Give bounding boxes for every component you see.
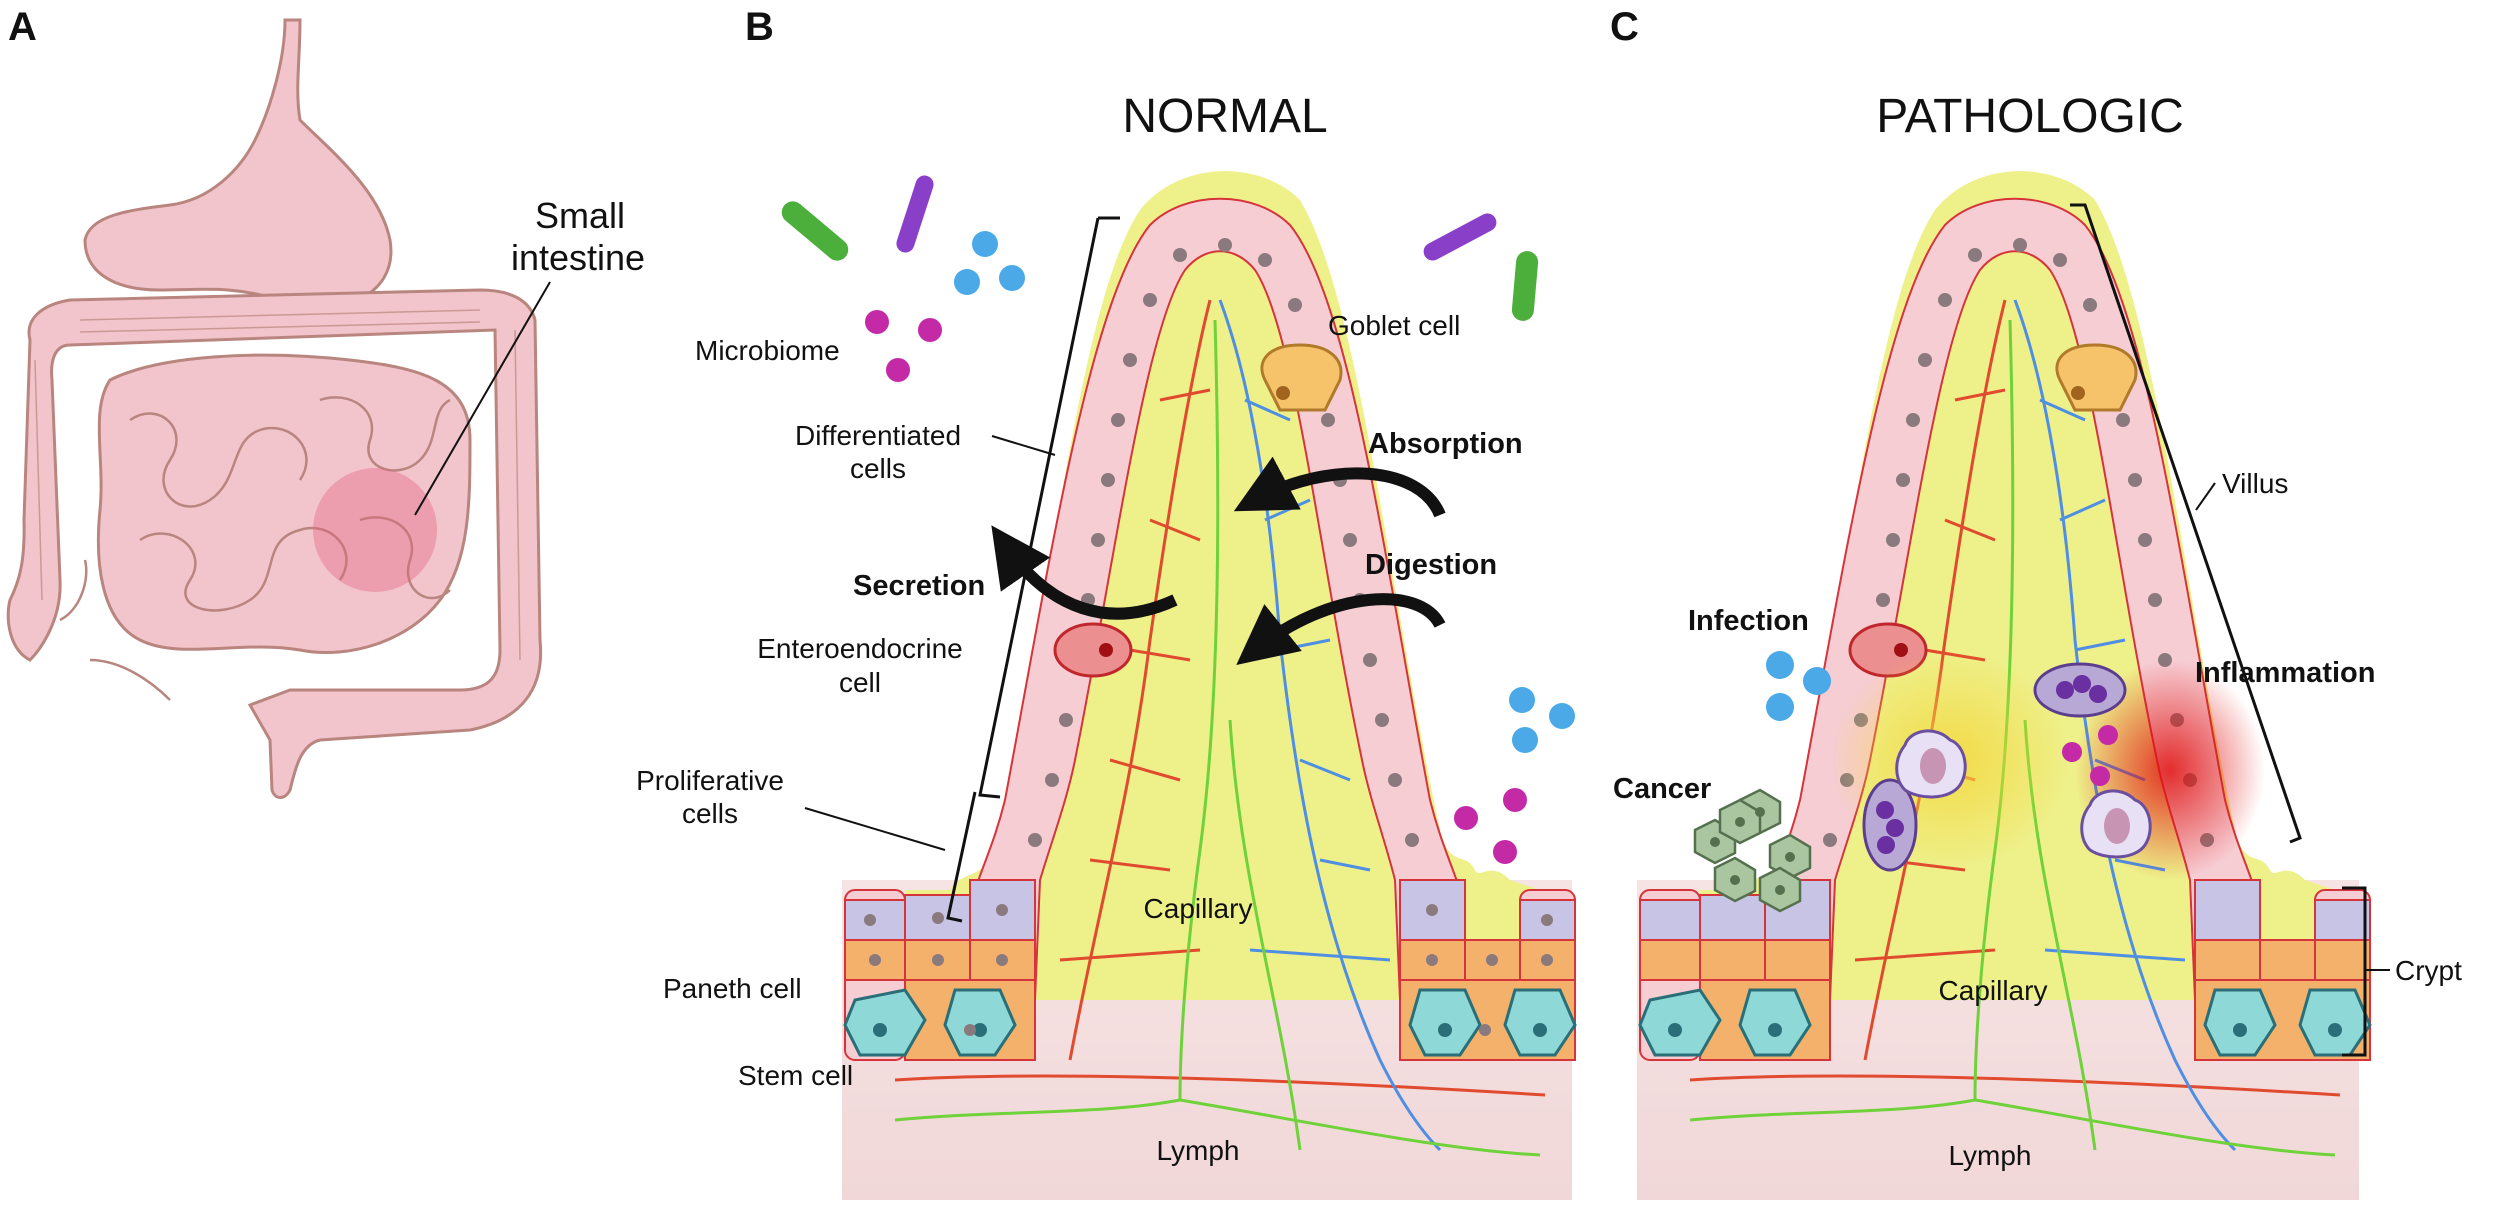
differentiated-bracket [978,216,1120,799]
coccus-magenta [865,310,889,334]
enteroendocrine-label-line1: Enteroendocrine [757,633,962,664]
rod-bacterium-purple [896,175,934,253]
digestion-arrow [1236,593,1446,665]
crypt-label: Crypt [2395,955,2462,986]
digestive-tract-illustration [6,18,543,799]
villus-normal [843,171,1577,1157]
epithelial-nuclei [864,238,1553,1036]
proliferative-leader [804,807,946,851]
panel-c-letter: C [1610,5,1639,49]
coccus-blue [1509,687,1535,713]
secretion-arrow [991,525,1178,620]
inflammation-label: Inflammation [2195,657,2375,689]
proliferative-label-line1: Proliferative [636,765,784,796]
small-intestine-leader [414,281,551,516]
rod-bacterium-purple [1423,213,1497,261]
paneth-cell-label: Paneth cell [663,973,802,1004]
capillary-label-c: Capillary [1939,975,2048,1006]
infection-label: Infection [1688,605,1809,637]
cancer-label: Cancer [1613,773,1711,805]
intestine-coils [59,396,451,701]
crypt-bracket [2342,886,2367,1057]
rod-bacterium-green [781,201,849,261]
coccus-magenta [1503,788,1527,812]
cancer-cells [1693,788,1812,913]
absorption-arrow [1233,456,1446,518]
enteroendocrine-label-line2: cell [839,667,881,698]
stem-cells [843,988,1577,1057]
differentiated-label-line2: cells [850,453,906,484]
panel-a-letter: A [8,5,37,49]
coccus-blue [1549,703,1575,729]
proliferative-label-line2: cells [682,798,738,829]
secretion-label: Secretion [853,570,985,602]
coccus-blue [999,265,1025,291]
differentiated-leader [991,435,1056,456]
panel-b-letter: B [745,5,774,49]
rod-bacterium-green [1511,251,1539,321]
panel-a: A [6,5,645,799]
small-intestine-label-line2: intestine [511,237,645,278]
goblet-cell [1260,343,1343,412]
panel-b-title: NORMAL [1122,90,1327,143]
small-intestine-highlight [313,468,437,592]
capillary-label-b: Capillary [1144,893,1253,924]
digestion-label: Digestion [1365,549,1497,581]
microbes-normal [781,175,1575,864]
proliferative-bracket [946,791,977,923]
villus-label: Villus [2222,468,2288,499]
differentiated-label-line1: Differentiated [795,420,961,451]
microbiome-label: Microbiome [695,335,840,366]
coccus-blue [1512,727,1538,753]
colon-bands [34,309,521,661]
panel-c: C PATHOLOGIC [1610,5,2462,1200]
capillaries-normal [894,299,1546,1157]
goblet-cell-label: Goblet cell [1328,310,1460,341]
pathogen-microbes [1766,651,1831,721]
small-intestine-label-line1: Small [535,195,625,236]
panel-b: B NORMAL [636,5,1577,1200]
coccus-magenta [1454,806,1478,830]
coccus-magenta [918,318,942,342]
absorption-label: Absorption [1368,428,1523,460]
stem-cells [1638,988,2372,1057]
coccus-magenta [1493,840,1517,864]
stomach [83,18,393,309]
stem-cell-label: Stem cell [738,1060,853,1091]
enteroendocrine-cell [1053,622,1133,678]
lymph-label-c: Lymph [1948,1140,2031,1171]
coccus-blue [954,269,980,295]
villus-bracket [2070,203,2302,844]
villus-leader [2195,482,2216,511]
panel-c-title: PATHOLOGIC [1876,90,2184,143]
lymph-label-b: Lymph [1156,1135,1239,1166]
immune-cells [1862,662,2152,872]
coccus-magenta [886,358,910,382]
goblet-cell [2055,343,2138,412]
coccus-blue [972,231,998,257]
process-arrows [991,456,1446,665]
